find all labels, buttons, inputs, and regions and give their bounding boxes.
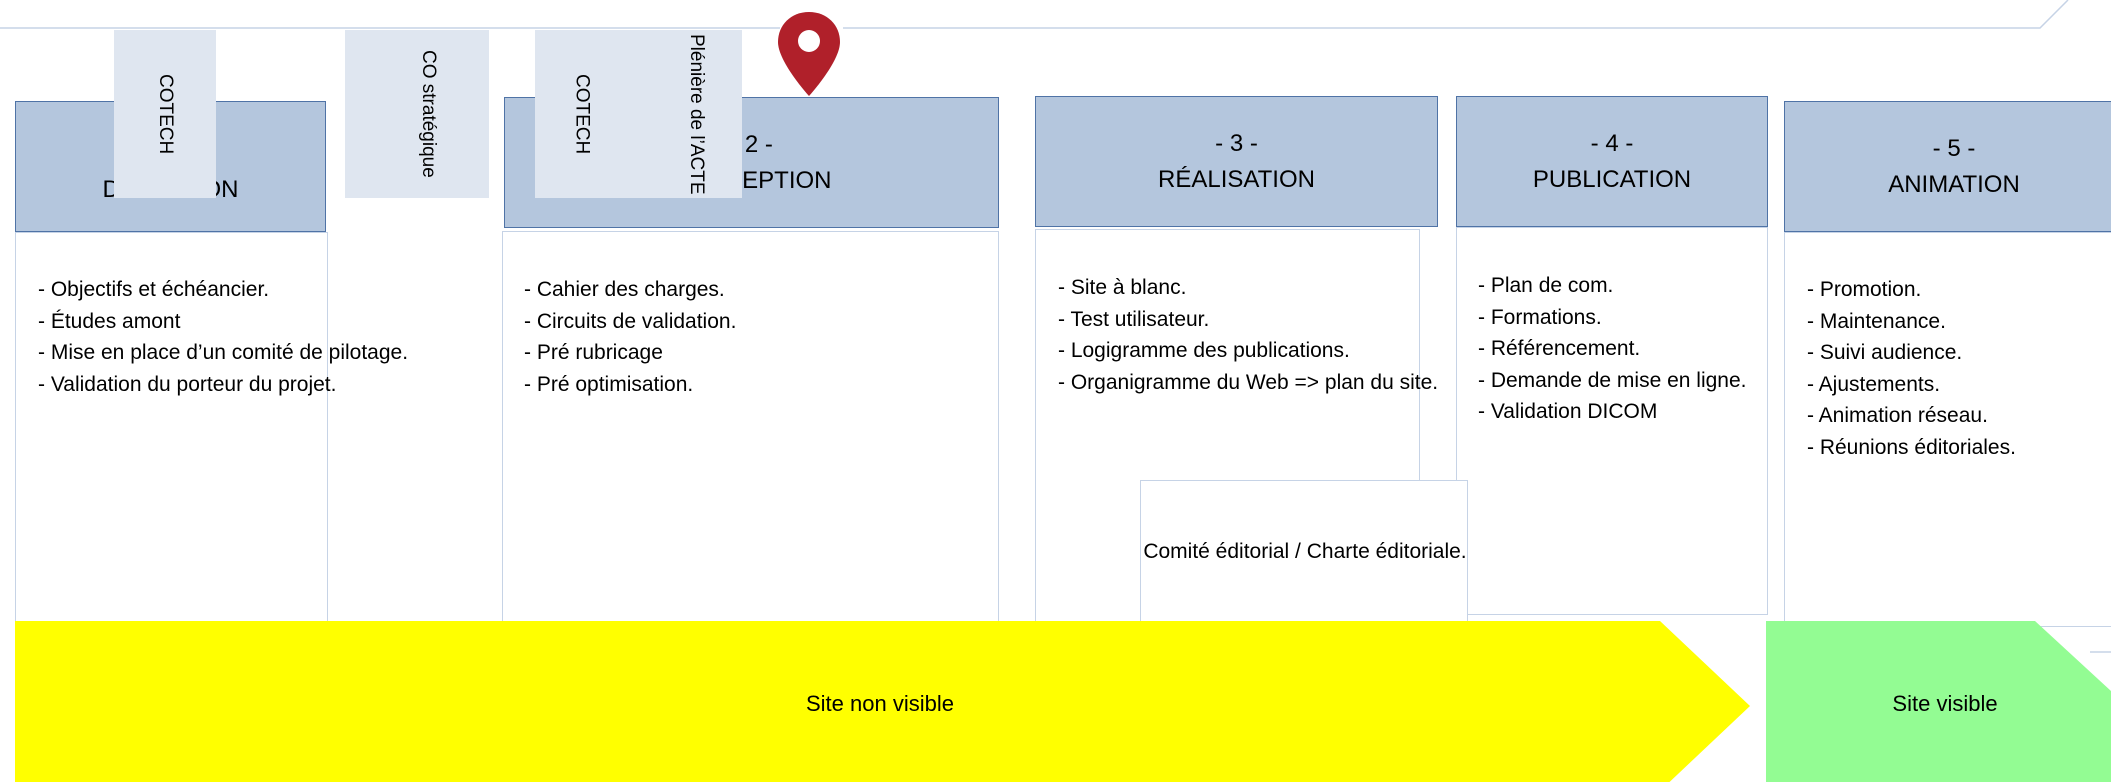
list-item: - Cahier des charges. — [524, 278, 725, 301]
phase-5-title: ANIMATION — [1888, 170, 2020, 198]
milestone-label: Plénière de l’ACTE — [685, 33, 707, 195]
phase-3-title: RÉALISATION — [1158, 165, 1315, 193]
phase-5-header: - 5 - ANIMATION — [1784, 101, 2111, 232]
list-item: - Promotion. — [1807, 278, 1922, 301]
list-item: - Validation DICOM — [1478, 400, 1658, 423]
milestone-co-strategique: CO stratégique — [345, 30, 489, 198]
arrow-site-non-visible — [15, 621, 1750, 782]
phase-3-header: - 3 - RÉALISATION — [1035, 96, 1438, 227]
location-marker-icon — [778, 12, 840, 96]
phase-3-number: - 3 - — [1215, 129, 1258, 157]
visibility-arrows — [15, 621, 2111, 782]
milestone-cotech-2-pleniere: COTECH Plénière de l’ACTE — [535, 30, 742, 198]
phase-1-list: - Objectifs et échéancier. - Études amon… — [38, 274, 408, 400]
list-item: - Pré rubricage — [524, 341, 663, 364]
list-item: - Plan de com. — [1478, 274, 1614, 297]
phase-5-list: - Promotion. - Maintenance. - Suivi audi… — [1807, 274, 2016, 463]
list-item: - Ajustements. — [1807, 372, 1941, 396]
list-item: - Demande de mise en ligne. — [1478, 368, 1747, 392]
list-item: - Logigramme des publications. — [1058, 339, 1350, 362]
list-item: - Objectifs et échéancier. — [38, 278, 270, 301]
phase-4-title: PUBLICATION — [1532, 165, 1692, 193]
phase-4-header: - 4 - PUBLICATION — [1456, 96, 1768, 227]
milestone-cotech-1: COTECH — [114, 30, 216, 198]
phase-5-body — [1784, 232, 2111, 627]
list-item: - Organigramme du Web => plan du site. — [1058, 370, 1439, 394]
list-item: - Réunions éditoriales. — [1807, 435, 2016, 459]
site-visible-label: Site visible — [1892, 691, 1998, 716]
list-item: - Circuits de validation. — [524, 309, 737, 333]
list-item: - Référencement. — [1478, 337, 1641, 360]
list-item: - Mise en place d’un comité de pilotage. — [38, 341, 409, 364]
editorial-committee-box — [1140, 480, 1468, 628]
arrow-site-visible — [1766, 621, 2111, 782]
phase-4-list: - Plan de com. - Formations. - Référence… — [1478, 270, 1746, 428]
phase-2-list: - Cahier des charges. - Circuits de vali… — [524, 274, 736, 400]
list-item: - Animation réseau. — [1807, 404, 1988, 427]
phase-1-body — [15, 232, 328, 627]
list-item: - Maintenance. — [1807, 309, 1946, 333]
phase-5-number: - 5 - — [1932, 134, 1976, 162]
phase-3-list: - Site à blanc. - Test utilisateur. - Lo… — [1058, 272, 1438, 398]
list-item: - Validation du porteur du projet. — [38, 372, 337, 396]
list-item: - Formations. — [1478, 305, 1602, 329]
milestone-label: COTECH — [571, 73, 593, 155]
editorial-committee-label: Comité éditorial / Charte éditoriale. — [1143, 540, 1467, 563]
milestone-label: CO stratégique — [418, 50, 439, 178]
milestone-label: COTECH — [155, 73, 176, 155]
list-item: - Site à blanc. — [1058, 276, 1187, 299]
phase-4-number: - 4 - — [1590, 129, 1634, 157]
list-item: - Pré optimisation. — [524, 372, 694, 396]
list-item: - Études amont — [38, 309, 181, 333]
list-item: - Test utilisateur. — [1058, 307, 1210, 331]
site-non-visible-label: Site non visible — [806, 691, 954, 716]
phase-2-body — [502, 231, 999, 627]
phase-4-body — [1456, 227, 1768, 615]
list-item: - Suivi audience. — [1807, 341, 1963, 364]
